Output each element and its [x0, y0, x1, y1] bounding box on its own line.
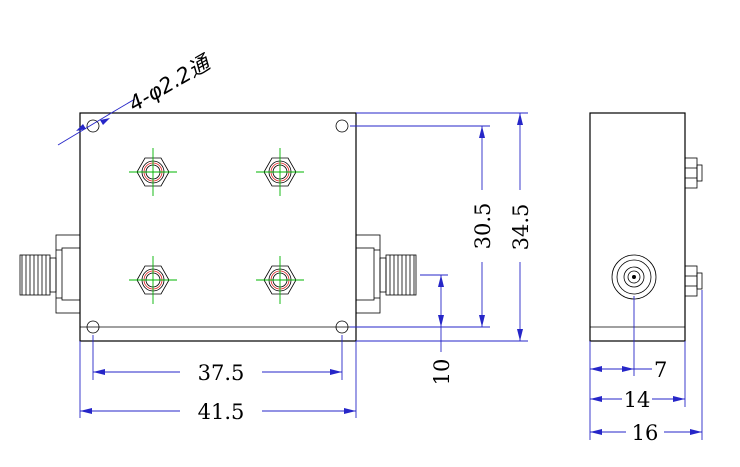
- tuning-nut-bottom-left: [128, 255, 178, 305]
- dim-side-connector-pos: [589, 296, 652, 440]
- dim-overall-height-label: 34.5: [509, 204, 533, 251]
- dim-hole-spacing-height-label: 30.5: [471, 203, 495, 250]
- hole-note-label: 4-φ2.2通: [125, 49, 217, 116]
- dim-side-connector-pos-label: 7: [654, 358, 667, 382]
- dim-overall-width-label: 41.5: [198, 400, 245, 424]
- dim-overall-width: [79, 341, 357, 418]
- dim-connector-offset: [420, 274, 448, 352]
- dim-side-overall-depth: [590, 290, 703, 440]
- tuning-nut-top-right: [255, 147, 305, 197]
- dim-side-body-depth: [590, 341, 686, 407]
- mounting-hole-top-right: [335, 119, 349, 133]
- tuning-nut-bottom-right: [255, 255, 305, 305]
- hole-note-leader: [57, 98, 136, 146]
- side-tuning-screw-bottom: [684, 265, 703, 297]
- tuning-nut-top-left: [128, 147, 178, 197]
- dim-hole-spacing-width-label: 37.5: [198, 361, 245, 385]
- left-sma-connector: [19, 234, 81, 314]
- front-view: 4-φ2.2通 37.5 41.5: [19, 49, 533, 424]
- front-body: [79, 112, 357, 342]
- dim-hole-spacing-height: [350, 125, 490, 328]
- dim-side-body-depth-label: 14: [624, 388, 651, 412]
- side-body: [589, 112, 686, 342]
- dim-overall-height: [356, 112, 528, 342]
- side-tuning-screw-top: [684, 157, 703, 189]
- dim-hole-spacing-width: [92, 335, 343, 380]
- right-sma-connector: [355, 234, 417, 314]
- dim-side-overall-depth-label: 16: [632, 421, 659, 445]
- side-sma-connector: [611, 254, 657, 300]
- dim-connector-offset-label: 10: [430, 359, 454, 386]
- side-view: 7 14 16: [589, 112, 703, 445]
